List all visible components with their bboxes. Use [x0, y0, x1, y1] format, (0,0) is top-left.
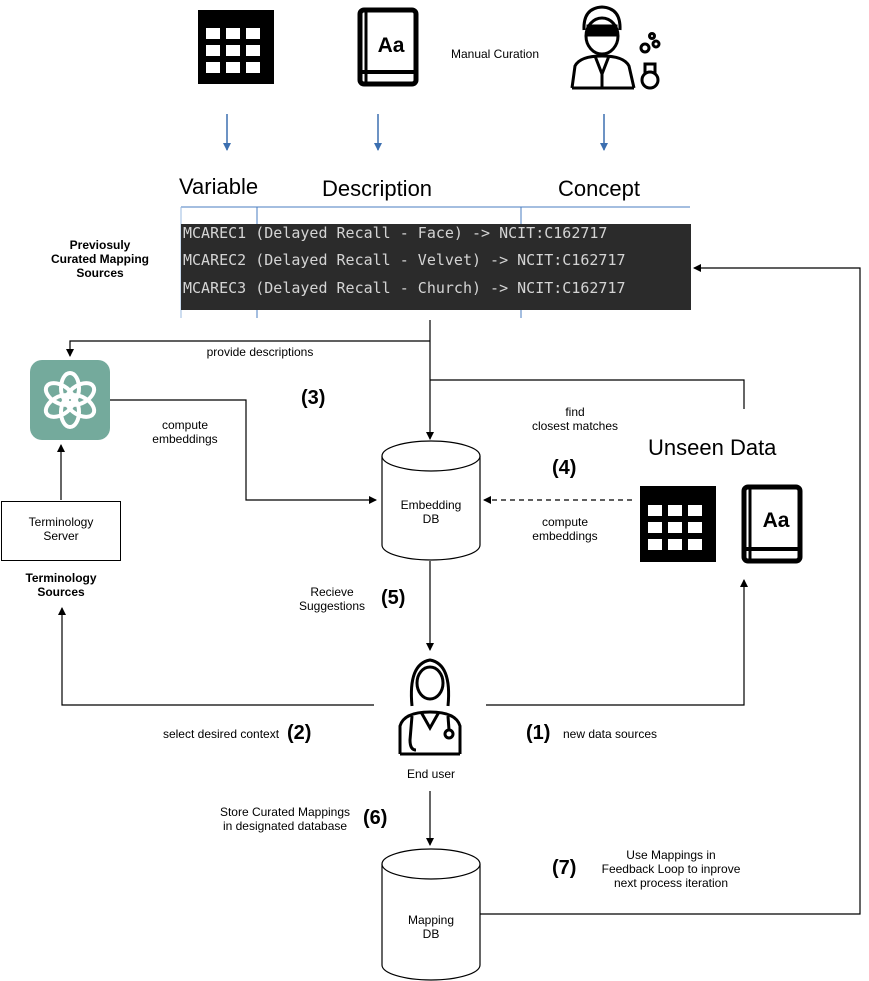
- connector-compute-embeddings-left: [110, 399, 377, 504]
- svg-text:Aa: Aa: [763, 509, 790, 532]
- provide-descriptions-label: provide descriptions: [206, 345, 314, 359]
- doctor-icon: [398, 658, 462, 756]
- step-6: (6): [363, 807, 388, 829]
- embedding-db-label: Embedding DB: [400, 498, 462, 526]
- openai-logo-background: [30, 360, 110, 440]
- step-4: (4): [552, 457, 577, 479]
- new-data-sources-label: new data sources: [562, 727, 658, 741]
- dictionary-book-icon: Aa: [357, 7, 419, 87]
- step-5: (5): [381, 587, 406, 609]
- unseen-table-icon: [640, 486, 716, 562]
- connector-find-matches: [430, 379, 745, 409]
- end-user-label: End user: [406, 767, 456, 781]
- terminology-server-box: [1, 501, 121, 561]
- openai-logo-icon: [43, 371, 97, 429]
- step-2: (2): [287, 722, 312, 744]
- connector-user-to-terminology: [58, 607, 374, 706]
- header-concept: Concept: [558, 176, 640, 201]
- scientist-icon: [570, 5, 661, 90]
- previous-sources-label: Previosuly Curated Mapping Sources: [51, 238, 149, 280]
- unseen-data-title: Unseen Data: [648, 435, 777, 460]
- connector-user-to-unseen: [486, 579, 748, 706]
- store-mappings-label: Store Curated Mappings in designated dat…: [219, 805, 351, 833]
- terminology-server-label: Terminology Server: [28, 515, 94, 543]
- code-row-1: MCAREC1 (Delayed Recall - Face) -> NCIT:…: [183, 224, 608, 242]
- table-icon: [198, 10, 274, 84]
- header-description: Description: [322, 176, 433, 201]
- step-7: (7): [552, 857, 577, 879]
- code-row-2: MCAREC2 (Delayed Recall - Velvet) -> NCI…: [183, 251, 626, 269]
- mapping-db-label: Mapping DB: [407, 913, 455, 941]
- feedback-loop-label: Use Mappings in Feedback Loop to inprove…: [601, 848, 741, 890]
- header-variable: Variable: [179, 174, 259, 199]
- code-row-3: MCAREC3 (Delayed Recall - Church) -> NCI…: [183, 279, 626, 297]
- connector-feedback-loop: [480, 264, 861, 915]
- find-matches-label: find closest matches: [531, 405, 619, 433]
- manual-curation-label: Manual Curation: [450, 47, 540, 61]
- step-3: (3): [301, 387, 326, 409]
- step-1: (1): [526, 722, 551, 744]
- recieve-suggestions-label: Recieve Suggestions: [298, 585, 366, 613]
- mapping-db-cylinder: [381, 848, 481, 981]
- select-context-label: select desired context: [162, 727, 280, 741]
- terminology-sources-label: Terminology Sources: [25, 571, 97, 599]
- curated-mapping-code-block: [181, 224, 691, 310]
- svg-text:Aa: Aa: [378, 34, 405, 57]
- compute-embeddings-right-label: compute embeddings: [532, 515, 598, 543]
- compute-embeddings-left-label: compute embeddings: [152, 418, 218, 446]
- connector-provide-descriptions: [66, 340, 430, 357]
- unseen-book-icon: Aa: [741, 484, 803, 564]
- embedding-db-cylinder: [381, 440, 481, 561]
